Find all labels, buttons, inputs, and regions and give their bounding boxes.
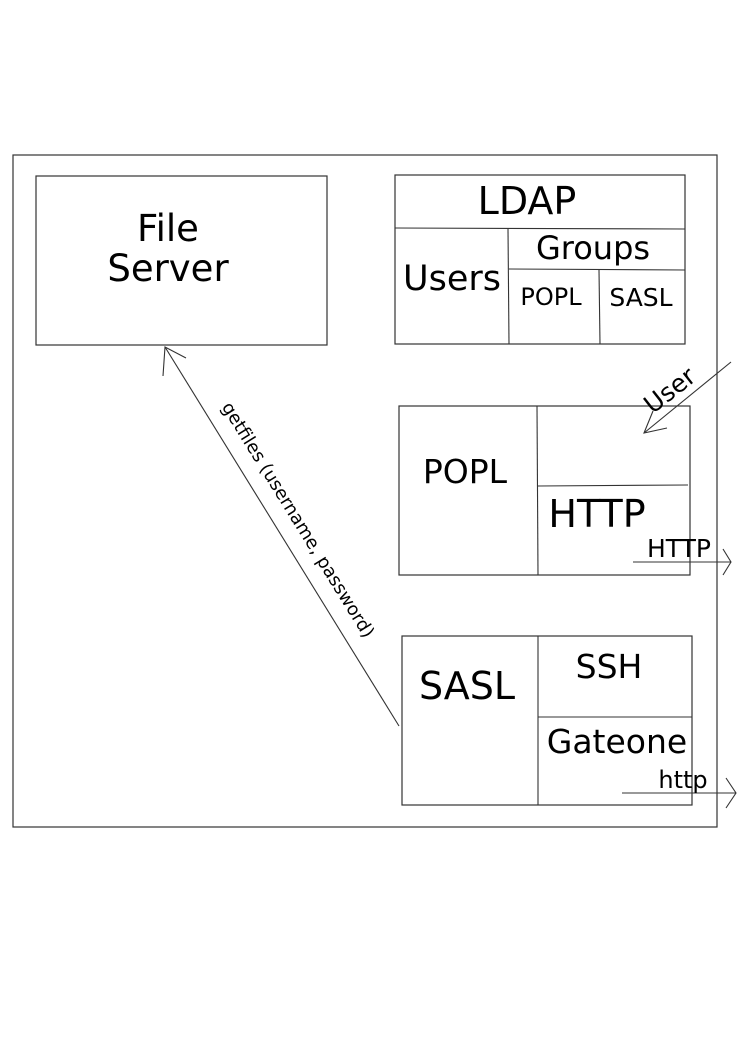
http-lower-out-arrowhead <box>725 777 737 809</box>
ldap-group-popl: POPL <box>520 283 582 311</box>
getfiles-arrow: getfiles (username, password) <box>162 346 400 727</box>
user-arrow-line <box>643 361 732 434</box>
file-server-label-line2: Server <box>107 247 229 290</box>
ldap-users-divider <box>507 228 510 345</box>
popl-box: POPL HTTP <box>398 405 691 576</box>
sasl-ssh-label: SSH <box>576 647 643 686</box>
file-server-rect <box>35 175 328 346</box>
ldap-users-label: Users <box>403 259 501 299</box>
ldap-groups-divider <box>508 268 686 271</box>
getfiles-arrowhead <box>162 346 187 377</box>
system-boundary <box>12 154 718 828</box>
user-arrowhead <box>643 410 668 434</box>
http-lower-out-arrow: http <box>622 766 737 809</box>
http-lower-out-arrow-label: http <box>658 766 707 794</box>
ldap-rect <box>394 174 686 345</box>
sasl-gateone-label: Gateone <box>547 722 687 761</box>
popl-rect <box>398 405 691 576</box>
getfiles-arrow-line <box>164 346 400 727</box>
ldap-groups-label: Groups <box>536 229 650 267</box>
sasl-box: SASL SSH Gateone <box>401 635 693 806</box>
popl-divider <box>536 405 539 576</box>
popl-http-label: HTTP <box>548 492 645 536</box>
ldap-box: LDAP Users Groups POPL SASL <box>394 174 686 345</box>
ldap-groups-subdivider <box>598 269 601 345</box>
http-out-arrow-label: HTTP <box>647 534 711 563</box>
http-out-arrowhead <box>722 548 732 576</box>
sasl-title: SASL <box>419 664 515 708</box>
ldap-title: LDAP <box>478 179 577 223</box>
user-arrow-label: User <box>638 361 701 419</box>
ldap-group-sasl: SASL <box>609 283 672 312</box>
sasl-rect <box>401 635 693 806</box>
file-server-box: File Server <box>35 175 328 346</box>
getfiles-arrow-label: getfiles (username, password) <box>217 398 378 641</box>
popl-title: POPL <box>423 452 508 491</box>
file-server-label-line1: File <box>137 207 199 250</box>
ldap-divider <box>394 227 686 230</box>
http-out-arrow: HTTP <box>633 534 732 576</box>
popl-http-divider <box>537 484 689 487</box>
